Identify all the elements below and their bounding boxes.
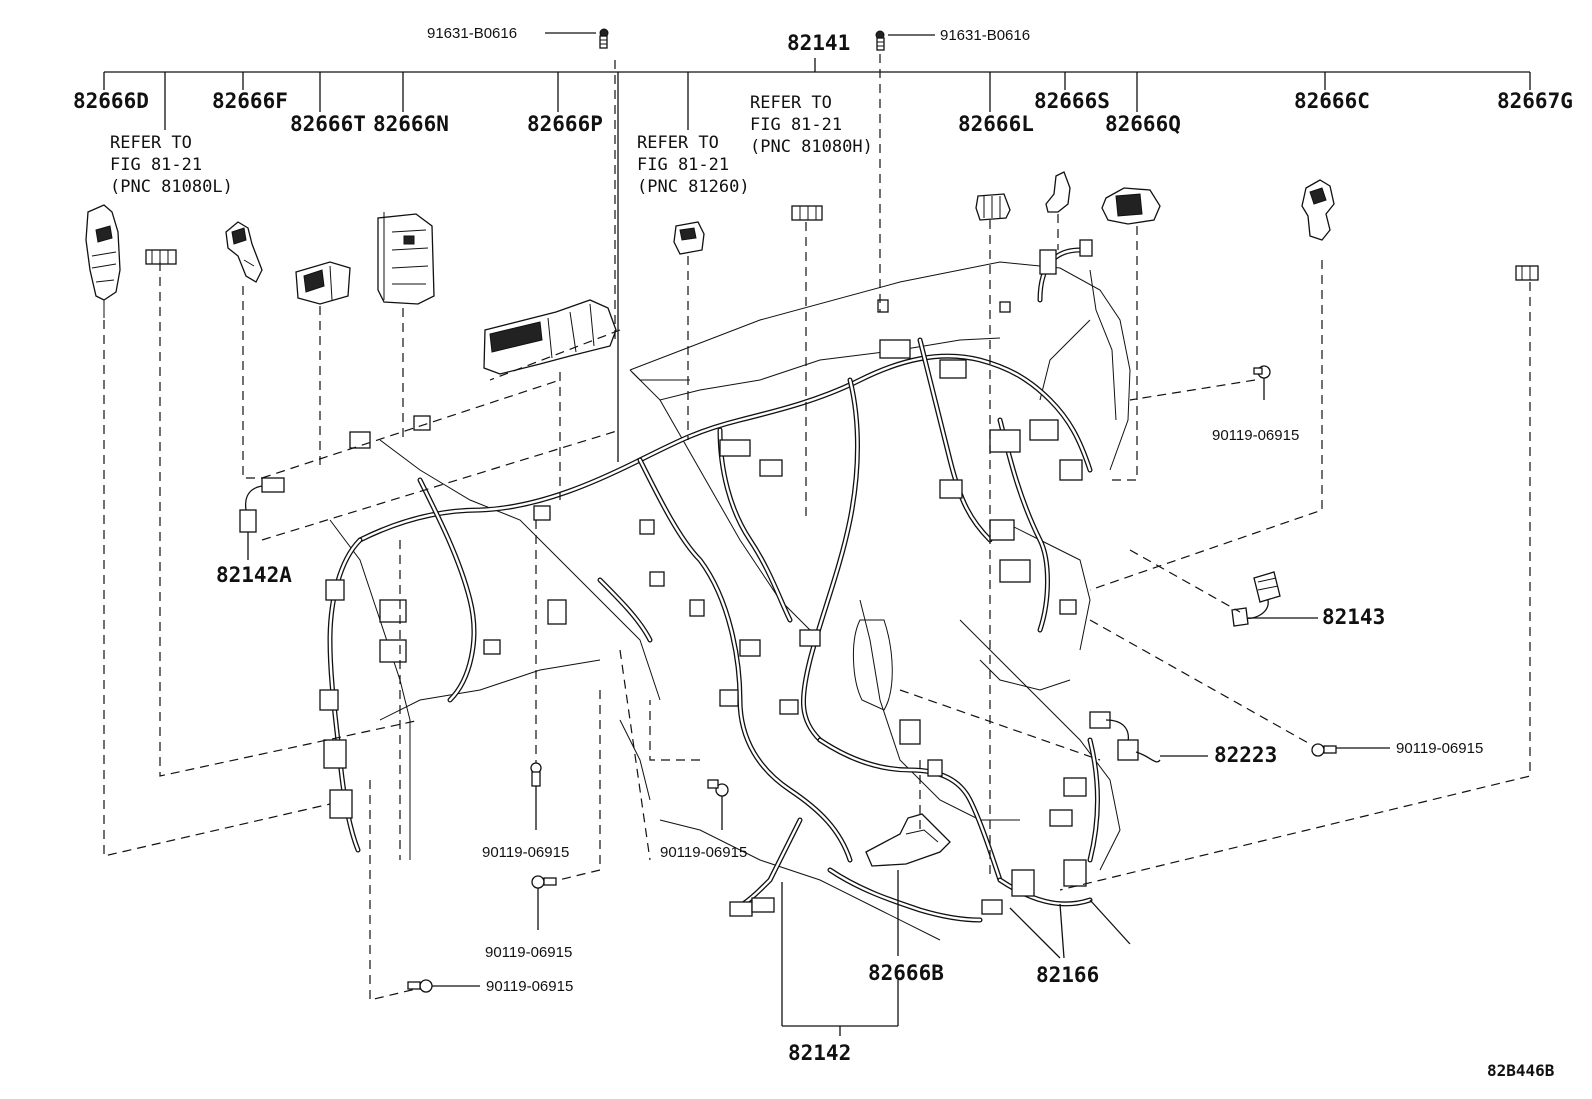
label-82166: 82166 (1036, 963, 1099, 987)
connector-81080H (791, 205, 823, 221)
svg-text:(PNC 81080L): (PNC 81080L) (110, 177, 233, 197)
label-82666P: 82666P (527, 112, 603, 136)
label-82666B: 82666B (868, 961, 944, 985)
label-82666F: 82666F (212, 89, 288, 113)
main-harness-leader-bracket (103, 58, 1531, 462)
label-82667G: 82667G (1497, 89, 1573, 113)
svg-text:REFER TO: REFER TO (110, 133, 192, 153)
label-82666C: 82666C (1294, 89, 1370, 113)
connector-82666F (225, 221, 263, 283)
connector-82667G (1515, 265, 1539, 281)
svg-text:REFER TO: REFER TO (637, 133, 719, 153)
connector-82666S (1045, 171, 1071, 213)
svg-text:(PNC 81260): (PNC 81260) (637, 177, 750, 197)
bolt-90119-low: 90119-06915 (485, 875, 572, 961)
label-90119-06915-right-upper: 90119-06915 (1212, 427, 1299, 444)
svg-text:FIG 81-21: FIG 81-21 (110, 155, 202, 175)
connector-82666P (483, 299, 617, 375)
svg-text:REFER TO: REFER TO (750, 93, 832, 113)
connector-81260 (673, 221, 705, 255)
instrument-panel-outline (329, 261, 1131, 941)
label-82666D: 82666D (73, 89, 149, 113)
bolt-90119-mid: 90119-06915 (660, 779, 747, 861)
label-82666S: 82666S (1034, 89, 1110, 113)
connector-82666L (975, 193, 1011, 221)
label-91631-b0616-left: 91631-B0616 (427, 25, 517, 42)
connector-82666D (85, 204, 121, 318)
label-82666N: 82666N (373, 112, 449, 136)
label-90119-06915-center: 90119-06915 (482, 844, 569, 861)
bolt-90119-center: 90119-06915 (482, 762, 569, 861)
bracket-82666B (865, 813, 951, 867)
bolt-90119-right-upper: 90119-06915 (1212, 365, 1299, 444)
connector-82666Q (1101, 187, 1161, 225)
reference-note-81080H: REFER TO FIG 81-21 (PNC 81080H) (750, 93, 873, 157)
bolt-90119-right-lower: 90119-06915 (1311, 740, 1483, 757)
sub-harness-82223 (1089, 711, 1161, 763)
bolt-91631-left: 91631-B0616 (427, 25, 609, 49)
label-91631-b0616-right: 91631-B0616 (940, 27, 1030, 44)
svg-text:FIG 81-21: FIG 81-21 (750, 115, 842, 135)
connector-82666C (1301, 179, 1335, 241)
label-82141: 82141 (787, 31, 850, 55)
sub-harness-82143 (1231, 571, 1281, 627)
sub-harness-82142A (239, 477, 285, 533)
connector-82666T (295, 261, 351, 305)
reference-note-81080L: REFER TO FIG 81-21 (PNC 81080L) (110, 133, 233, 197)
connector-82142-lower (729, 897, 775, 917)
drawing-id: 82B446B (1487, 1061, 1555, 1080)
label-82142A: 82142A (216, 563, 292, 587)
label-82223: 82223 (1214, 743, 1277, 767)
label-82666Q: 82666Q (1105, 112, 1181, 136)
connector-82666D-small (145, 249, 177, 265)
label-82143: 82143 (1322, 605, 1385, 629)
bolt-90119-bottom: 90119-06915 (407, 978, 573, 995)
harness-connector-blocks (319, 239, 1093, 915)
label-90119-06915-right-lower: 90119-06915 (1396, 740, 1483, 757)
label-90119-06915-mid: 90119-06915 (660, 844, 747, 861)
label-90119-06915-low: 90119-06915 (485, 944, 572, 961)
label-90119-06915-bottom: 90119-06915 (486, 978, 573, 995)
leader-82166 (1009, 899, 1131, 959)
svg-text:FIG 81-21: FIG 81-21 (637, 155, 729, 175)
label-82666L: 82666L (958, 112, 1034, 136)
bolt-91631-right: 91631-B0616 (875, 27, 1030, 51)
assembly-dashed-lines (103, 54, 1531, 1001)
label-82142: 82142 (788, 1041, 851, 1065)
leader-82142-bracket (781, 882, 899, 1036)
reference-note-81260: REFER TO FIG 81-21 (PNC 81260) (637, 133, 750, 197)
svg-text:(PNC 81080H): (PNC 81080H) (750, 137, 873, 157)
connector-82666N (377, 212, 435, 305)
label-82666T: 82666T (290, 112, 366, 136)
